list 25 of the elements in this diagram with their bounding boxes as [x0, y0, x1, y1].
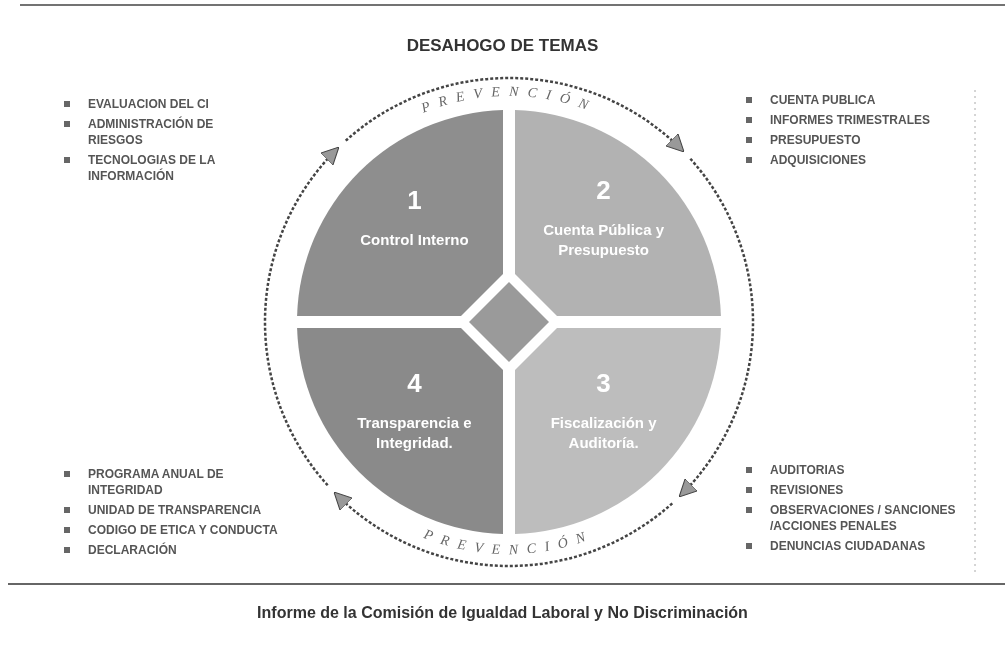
- list-item: CUENTA PUBLICA: [770, 93, 876, 107]
- step-number: 2: [596, 174, 611, 206]
- step-number: 1: [407, 184, 422, 216]
- list-item: DENUNCIAS CIUDADANAS: [770, 539, 926, 553]
- list-item: UNIDAD DE TRANSPARENCIA: [88, 503, 262, 517]
- list-item: ADMINISTRACIÓN DE RIESGOS: [88, 117, 214, 147]
- segment-label: Fiscalización y Auditoría.: [549, 412, 658, 453]
- caption: Informe de la Comisión de Igualdad Laboral y No Discriminación: [256, 604, 749, 622]
- list-item: CODIGO DE ETICA Y CONDUCTA: [88, 523, 278, 537]
- list-item: PRESUPUESTO: [770, 133, 861, 147]
- list-item: INFORMES TRIMESTRALES: [770, 113, 930, 127]
- segment-label: Cuenta Pública y Presupuesto: [542, 219, 665, 260]
- list-item: TECNOLOGIAS DE LA INFORMACIÓN: [88, 153, 215, 183]
- diagram-title: DESAHOGO DE TEMAS: [405, 36, 600, 56]
- segment-label: Control Interno: [359, 229, 470, 250]
- list-item: ADQUISICIONES: [770, 153, 866, 167]
- list-item: EVALUACION DEL CI: [88, 97, 209, 111]
- step-number: 4: [407, 367, 422, 399]
- list-item: PROGRAMA ANUAL DE INTEGRIDAD: [88, 467, 224, 497]
- list-item: OBSERVACIONES / SANCIONES /ACCIONES PENALES: [770, 503, 956, 533]
- step-number: 3: [596, 367, 611, 399]
- list-item: AUDITORIAS: [770, 463, 845, 477]
- list-item: REVISIONES: [770, 483, 844, 497]
- list-item: DECLARACIÓN: [88, 543, 177, 557]
- segment-label: Transparencia e Integridad.: [356, 412, 473, 453]
